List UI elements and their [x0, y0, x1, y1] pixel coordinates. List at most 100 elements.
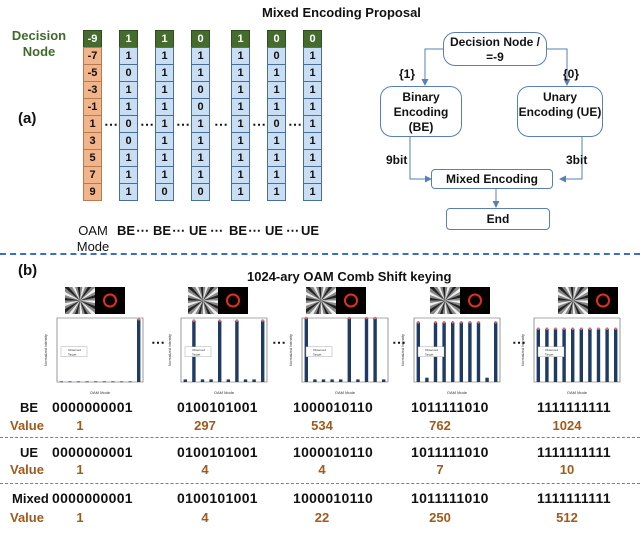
bit-cell: 1 — [119, 47, 138, 65]
target-marker — [554, 327, 557, 330]
chart-bar — [111, 381, 115, 383]
legend-target: Target — [68, 352, 77, 356]
decision-node-label: Decision Node — [11, 28, 67, 59]
binary-code: 1111111111 — [537, 444, 611, 460]
decision-node-box: Decision Node / =-9 — [443, 32, 547, 66]
binary-code: 1011111010 — [411, 490, 489, 506]
bit-cell: 1 — [267, 183, 286, 201]
chart-bar — [68, 381, 72, 383]
target-marker — [494, 321, 497, 324]
column-encoding-label: BE — [229, 223, 248, 238]
binary-code: 0000000001 — [52, 399, 133, 415]
binary-code: 1000010110 — [293, 399, 374, 415]
panel-a-label: (a) — [18, 110, 37, 127]
oam-mode-label: OAM Mode — [76, 223, 110, 254]
chart-bar — [330, 379, 334, 382]
chart-x-axis-label: OAM Mode — [447, 390, 468, 395]
chart-bar — [321, 379, 326, 382]
binary-code: 0000000001 — [52, 444, 133, 460]
ellipsis: ⋯ — [272, 334, 286, 350]
binary-code: 1000010110 — [293, 490, 374, 506]
right-bits-label: 3bit — [566, 153, 588, 167]
bit-cell: 1 — [267, 132, 286, 150]
target-marker — [614, 327, 617, 330]
column-head-cell: 1 — [231, 30, 250, 48]
target-marker — [442, 321, 446, 324]
binary-code: 1011111010 — [411, 399, 489, 415]
chart-bar — [356, 379, 360, 382]
target-marker — [218, 319, 221, 322]
target-marker — [235, 319, 239, 322]
binary-code: 0100101001 — [177, 490, 258, 506]
ellipsis: ⋯ — [151, 334, 165, 350]
bit-cell: 1 — [267, 98, 286, 116]
chart-bar — [382, 379, 386, 382]
chart-bar — [76, 381, 81, 383]
column-encoding-label: BE — [117, 223, 136, 238]
binary-encoding-text: Binary Encoding (BE) — [393, 90, 449, 134]
bit-cell: 1 — [303, 149, 322, 167]
decoded-value: 297 — [194, 418, 216, 433]
decoded-value: 1 — [76, 462, 84, 477]
chart-bar — [485, 377, 489, 382]
bit-cell: 1 — [191, 115, 210, 133]
bit-cell: 1 — [267, 64, 286, 82]
bit-cell: 1 — [303, 81, 322, 99]
chart-bar — [373, 318, 377, 382]
ellipsis: ⋯ — [136, 223, 149, 238]
chart-y-axis-label: Normalized Intensity — [521, 334, 525, 366]
bit-cell: 0 — [155, 183, 174, 201]
target-marker — [588, 327, 592, 330]
chart-frame — [301, 317, 389, 383]
bit-cell: 1 — [119, 81, 138, 99]
column-head-cell: 0 — [191, 30, 210, 48]
chart-legend-box — [417, 346, 445, 357]
bit-cell: 1 — [191, 149, 210, 167]
target-marker — [305, 316, 308, 320]
chart-y-axis-label: Normalized Intensity — [168, 334, 172, 366]
bit-cell: 1 — [191, 132, 210, 150]
target-marker — [348, 316, 351, 320]
unary-encoding-box: Unary Encoding (UE) — [517, 86, 603, 137]
column-head-cell: 0 — [267, 30, 286, 48]
binary-code: 0100101001 — [177, 444, 258, 460]
mixed-encoding-text: Mixed Encoding — [445, 172, 538, 186]
chart-bar — [243, 379, 248, 382]
chart-frame — [180, 317, 268, 383]
phase-pattern-thumbnail — [188, 287, 218, 314]
bit-cell: 1 — [231, 183, 250, 201]
legend-observed: Observed — [192, 348, 205, 352]
target-marker — [605, 327, 609, 330]
chart-bar — [183, 379, 187, 382]
ellipsis: ⋯ — [286, 223, 299, 238]
ellipsis: ⋯ — [140, 116, 155, 132]
chart-bar — [128, 381, 132, 383]
target-marker — [597, 327, 600, 330]
bit-cell: 1 — [191, 64, 210, 82]
bit-cell: 1 — [267, 166, 286, 184]
chart-x-axis-label: OAM Mode — [90, 390, 111, 395]
bit-cell: 1 — [119, 183, 138, 201]
chart-bar — [468, 322, 472, 382]
legend-observed: Observed — [425, 348, 438, 352]
chart-bar — [494, 322, 498, 382]
ellipsis: ⋯ — [214, 116, 229, 132]
chart-bar — [119, 381, 124, 383]
bit-cell: 1 — [303, 47, 322, 65]
oam-mode-cell: 1 — [83, 115, 102, 133]
chart-legend-box — [60, 346, 88, 357]
chart-frame — [413, 317, 501, 383]
chart-bar — [459, 322, 463, 382]
bit-cell: 0 — [191, 183, 210, 201]
phase-pattern-thumbnail — [65, 287, 95, 314]
chart-y-axis-label: Normalized Intensity — [289, 334, 293, 366]
